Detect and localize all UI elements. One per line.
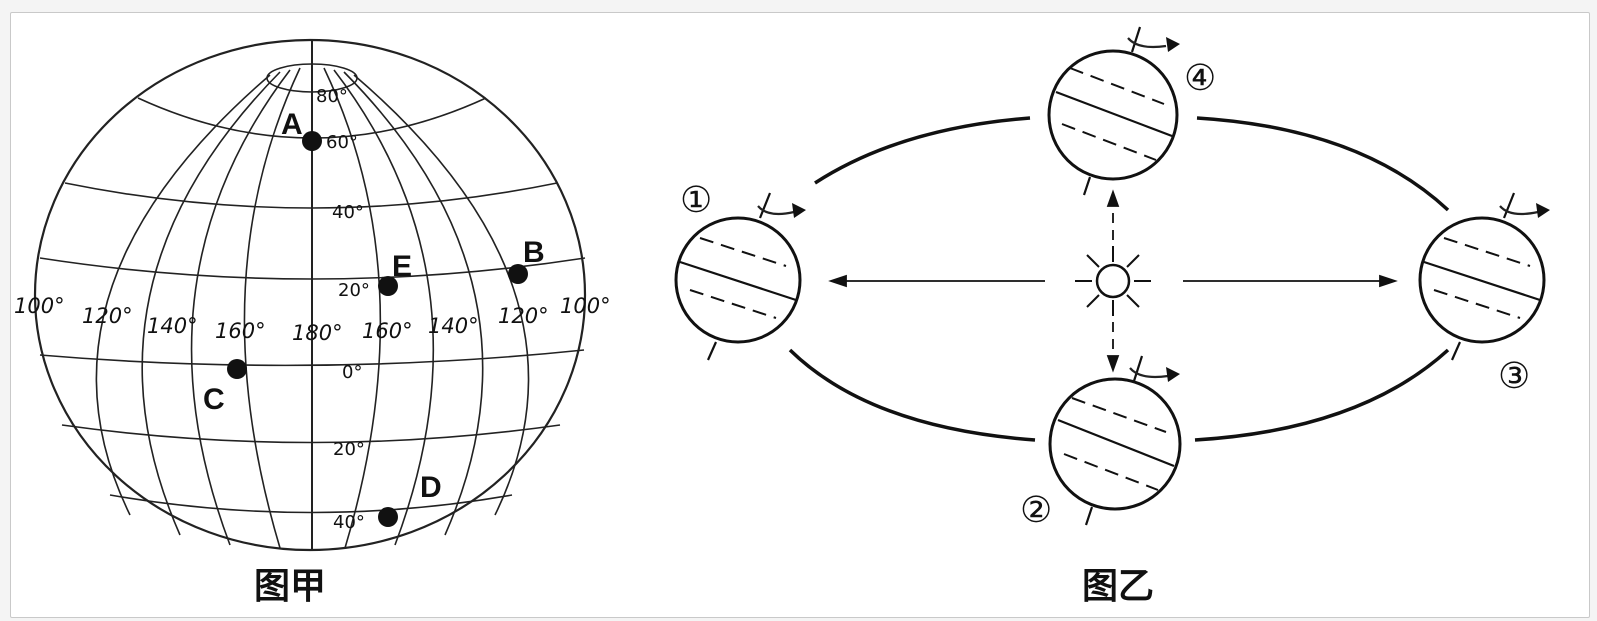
point-e-dot	[378, 276, 398, 296]
lat-label-80: 80°	[316, 86, 348, 107]
rotation-arrow-icon	[1166, 37, 1180, 52]
orbit-diagram: ① ② ③ ④ 图乙	[674, 26, 1550, 607]
position-4-label: ④	[1184, 58, 1216, 99]
figure-b-caption: 图乙	[1082, 566, 1154, 607]
point-d-dot	[378, 507, 398, 527]
sun-rays	[828, 189, 1398, 373]
lon-label: 100°	[14, 294, 65, 318]
earth-position-3	[1418, 192, 1550, 361]
meridian-e120	[343, 71, 484, 536]
earth-position-1	[674, 192, 806, 361]
globe-outline	[33, 38, 587, 552]
point-e-label: E	[392, 250, 412, 283]
arrowhead-to-1	[828, 274, 847, 288]
meridian-w140	[190, 69, 291, 546]
point-b-label: B	[523, 236, 545, 269]
lon-label: 100°	[560, 294, 611, 318]
point-c-dot	[227, 359, 247, 379]
point-a-label: A	[281, 108, 303, 141]
position-2-label: ②	[1020, 490, 1052, 531]
rotation-arrow-icon	[1166, 367, 1180, 382]
lat-label-60: 60°	[326, 132, 358, 153]
lat-label-40s: 40°	[333, 512, 365, 533]
lat-label-20n: 20°	[338, 280, 370, 301]
figure-panel	[10, 12, 1590, 618]
arrowhead-to-4	[1106, 189, 1120, 207]
meridian-w100	[95, 74, 271, 516]
point-d-label: D	[420, 471, 442, 504]
arrowhead-to-3	[1379, 274, 1398, 288]
lon-label: 120°	[82, 304, 133, 328]
lon-label: 140°	[147, 314, 198, 338]
point-c-label: C	[203, 383, 225, 416]
meridian-w160	[243, 67, 301, 549]
lat-label-20s: 20°	[333, 439, 365, 460]
lon-label: 120°	[498, 304, 549, 328]
lat-label-40n: 40°	[332, 202, 364, 223]
meridian-e140	[333, 69, 435, 546]
orbit-arc-2-1	[788, 348, 1036, 442]
earth-position-2	[1048, 355, 1182, 526]
figure-a-caption: 图甲	[254, 566, 326, 607]
point-b-dot	[508, 264, 528, 284]
orbit-arc-3-2	[1194, 348, 1450, 442]
position-3-label: ③	[1498, 356, 1530, 397]
globe-diagram: 80° 60° 40° 20° 0° 20° 40° 100° 120° 140…	[14, 38, 611, 607]
lon-label: 140°	[428, 314, 479, 338]
lon-label: 160°	[215, 319, 266, 343]
orbit-arc-1-4	[814, 116, 1031, 185]
earth-position-4	[1047, 26, 1180, 196]
rotation-arrow-icon	[1536, 203, 1550, 218]
arrowhead-to-2	[1106, 355, 1120, 373]
lat-label-0: 0°	[342, 362, 362, 383]
sun-icon	[1075, 246, 1151, 316]
meridian-e100	[353, 74, 530, 516]
rotation-arrow-icon	[792, 203, 806, 218]
position-1-label: ①	[680, 180, 712, 221]
meridian-e160	[323, 67, 382, 549]
lon-label: 180°	[292, 321, 343, 345]
orbit-arc-4-3	[1196, 116, 1450, 212]
point-a-dot	[302, 131, 322, 151]
meridian-w120	[141, 71, 281, 536]
lon-label: 160°	[362, 319, 413, 343]
